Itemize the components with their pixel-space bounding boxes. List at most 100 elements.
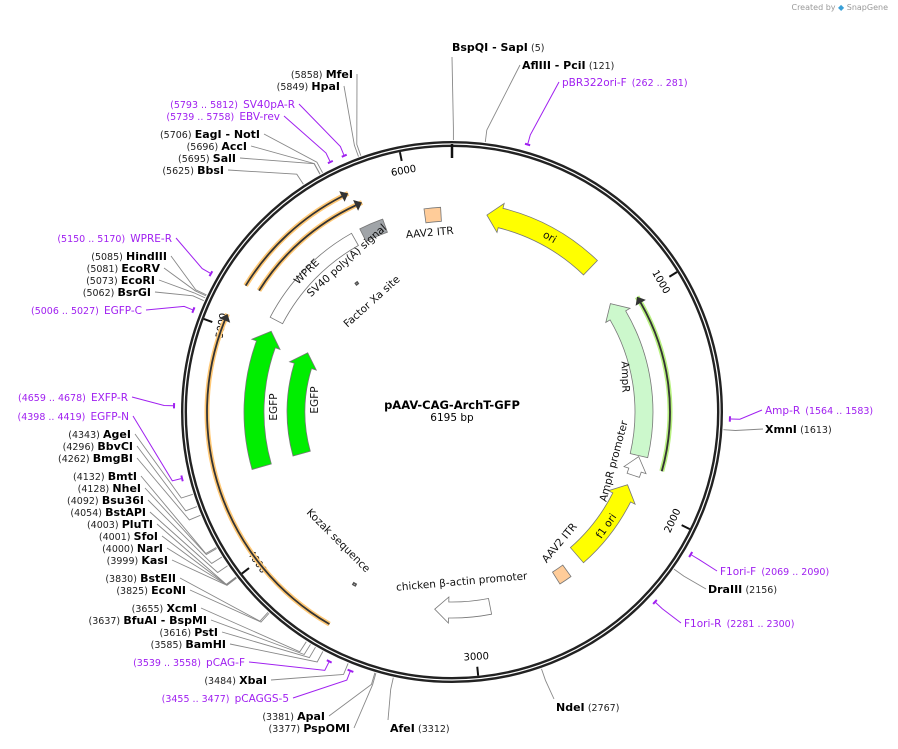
feature-label-aav2-itr: AAV2 ITR (405, 225, 454, 241)
enzyme-site[interactable]: (4343) AgeI (68, 428, 131, 441)
primer-range: (5739 .. 5758) (166, 112, 234, 123)
feature-ori[interactable] (486, 202, 598, 276)
feature-egfp[interactable] (243, 330, 281, 470)
enzyme-site[interactable]: (5706) EagI - NotI (160, 128, 260, 141)
enzyme-site[interactable]: (4003) PluTI (87, 518, 153, 531)
enzyme-site[interactable]: (3830) BstEII (105, 572, 176, 585)
primer-label[interactable]: (5739 .. 5758) EBV-rev (166, 105, 280, 124)
enzyme-position: (3637) (89, 616, 121, 627)
arc-glow (256, 200, 363, 292)
label-leader-lines (131, 56, 764, 729)
primer-name: pCAG-F (206, 657, 245, 669)
enzyme-site[interactable]: (5695) SalI (178, 152, 236, 165)
primer-label[interactable]: Amp-R (1564 .. 1583) (765, 399, 873, 418)
tick-mark (203, 318, 213, 324)
enzyme-site[interactable]: (3377) PspOMI (269, 722, 350, 735)
enzyme-site[interactable]: AflIII - PciI (121) (522, 59, 614, 72)
tick-mark (398, 151, 403, 162)
primer-label[interactable]: F1ori-R (2281 .. 2300) (684, 612, 794, 631)
enzyme-site[interactable]: (5696) AccI (187, 140, 247, 153)
primer-range: (3455 .. 3477) (162, 694, 230, 705)
feature-sv40-poly-a-signal[interactable] (359, 218, 388, 242)
primer-label[interactable]: (4398 .. 4419) EGFP-N (17, 405, 129, 424)
primer-mark[interactable] (728, 416, 731, 422)
enzyme-leader-line (541, 668, 555, 700)
primer-mark[interactable] (173, 403, 176, 409)
enzyme-leader-line (356, 73, 362, 156)
primer-leader-line (283, 115, 331, 162)
primer-label[interactable]: (3539 .. 3558) pCAG-F (133, 651, 245, 670)
enzyme-site[interactable]: NdeI (2767) (556, 701, 619, 714)
feature-label-ampr: AmpR (618, 361, 631, 393)
feature-ampr[interactable] (605, 303, 654, 459)
enzyme-position: (3585) (151, 640, 183, 651)
enzyme-site[interactable]: XmnI (1613) (765, 423, 832, 436)
primer-name: Amp-R (765, 405, 800, 417)
enzyme-site[interactable]: (5073) EcoRI (86, 274, 155, 287)
enzyme-site[interactable]: (3655) XcmI (132, 602, 197, 615)
primer-name: WPRE-R (130, 233, 172, 245)
enzyme-site[interactable]: (4092) Bsu36I (67, 494, 144, 507)
enzyme-site[interactable]: (3999) KasI (107, 554, 168, 567)
enzyme-site[interactable]: (3381) ApaI (262, 710, 325, 723)
feature-label-egfp: EGFP (268, 393, 280, 420)
enzyme-site[interactable]: BspQI - SapI (5) (452, 41, 544, 54)
enzyme-site[interactable]: (4001) SfoI (99, 530, 158, 543)
primer-label[interactable]: pBR322ori-F (262 .. 281) (562, 71, 688, 90)
enzyme-site[interactable]: (3585) BamHI (151, 638, 226, 651)
primer-mark[interactable] (652, 599, 658, 605)
feature-aav2-itr[interactable] (423, 206, 442, 224)
feature-kozak-sequence[interactable] (351, 581, 358, 587)
feature-ampr-promoter[interactable] (623, 455, 647, 478)
feature-factor-xa-site[interactable] (354, 280, 360, 286)
enzyme-position: (3312) (418, 724, 450, 735)
primer-mark[interactable] (524, 142, 531, 147)
enzyme-name: BsrGI (118, 286, 151, 299)
enzyme-site[interactable]: (3637) BfuAI - BspMI (89, 614, 207, 627)
enzyme-leader-line (179, 577, 269, 622)
enzyme-site[interactable]: (5625) BbsI (162, 164, 224, 177)
primer-mark[interactable] (326, 659, 333, 664)
enzyme-site[interactable]: (5062) BsrGI (83, 286, 151, 299)
enzyme-site[interactable]: (4296) BbvCI (63, 440, 133, 453)
enzyme-site[interactable]: (3825) EcoNI (116, 584, 186, 597)
primer-mark[interactable] (208, 270, 214, 277)
feature-wpre[interactable] (269, 232, 359, 325)
primer-range: (3539 .. 3558) (133, 658, 201, 669)
enzyme-site[interactable]: (4262) BmgBI (58, 452, 133, 465)
enzyme-site[interactable]: AfeI (3312) (390, 722, 450, 735)
primer-mark[interactable] (688, 551, 694, 558)
enzyme-site[interactable]: (4000) NarI (102, 542, 163, 555)
primer-label[interactable]: (5793 .. 5812) SV40pA-R (170, 93, 295, 112)
enzyme-site[interactable]: (4128) NheI (78, 482, 141, 495)
enzyme-site[interactable]: (4132) BmtI (73, 470, 137, 483)
enzyme-site[interactable]: (3484) XbaI (204, 674, 267, 687)
primer-mark[interactable] (191, 306, 196, 314)
primer-label[interactable]: (5150 .. 5170) WPRE-R (57, 227, 172, 246)
enzyme-site[interactable]: (5081) EcoRV (87, 262, 161, 275)
enzyme-name: NarI (137, 542, 163, 555)
enzyme-site[interactable]: (5085) HindIII (91, 250, 167, 263)
enzyme-site[interactable]: DraIII (2156) (708, 583, 777, 596)
primer-label[interactable]: (4659 .. 4678) EXFP-R (18, 386, 128, 405)
enzyme-leader-line (250, 145, 321, 175)
primer-mark[interactable] (180, 475, 184, 482)
feature-chicken-actin-promoter[interactable] (434, 596, 493, 624)
feature-aav2-itr[interactable] (551, 564, 572, 585)
primer-label[interactable]: F1ori-F (2069 .. 2090) (720, 560, 829, 579)
primer-mark[interactable] (327, 160, 334, 165)
primer-label[interactable]: (3455 .. 3477) pCAGGS-5 (162, 687, 289, 706)
primer-mark[interactable] (341, 153, 348, 158)
enzyme-site[interactable]: (5849) HpaI (277, 80, 340, 93)
feature-f1-ori[interactable] (569, 484, 636, 564)
primer-label[interactable]: (5006 .. 5027) EGFP-C (31, 299, 142, 318)
feature-marks (173, 142, 731, 673)
primer-leader-line (132, 415, 182, 482)
enzyme-site[interactable]: (4054) BstAPI (70, 506, 146, 519)
enzyme-site[interactable]: (3616) PstI (159, 626, 218, 639)
enzyme-site[interactable]: (5858) MfeI (291, 68, 353, 81)
enzyme-name: XmnI (765, 423, 797, 436)
primer-leader-line (298, 103, 345, 155)
primer-mark[interactable] (347, 668, 354, 673)
feature-egfp[interactable] (286, 352, 318, 457)
